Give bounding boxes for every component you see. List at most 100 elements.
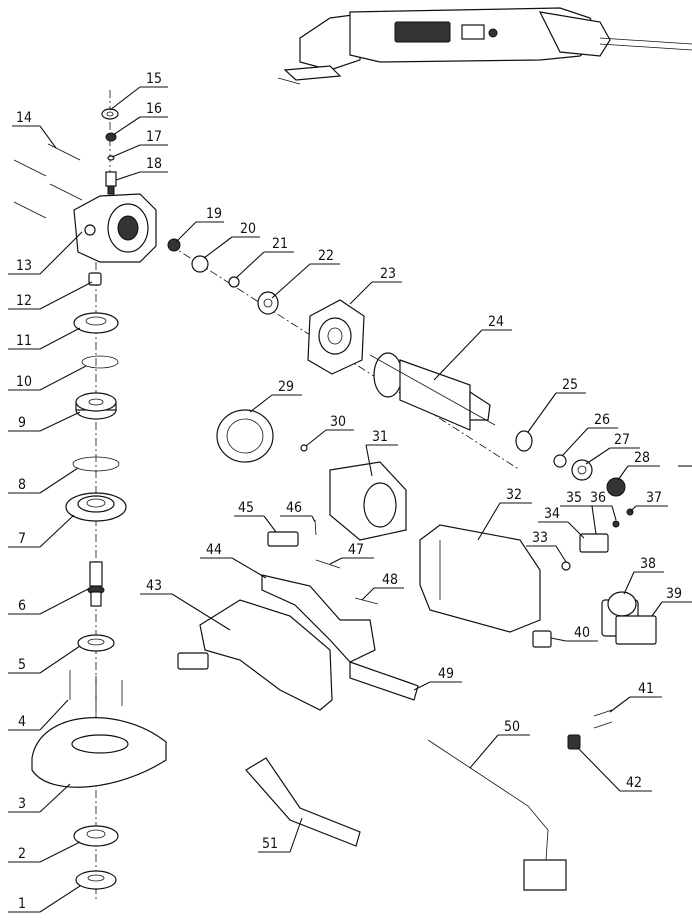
part-label-20: 20: [203, 221, 260, 259]
part-5-graphic: [77, 634, 115, 652]
part-label-12: 12: [8, 281, 93, 310]
part-label-8: 8: [8, 467, 79, 494]
part-label-22: 22: [271, 248, 340, 299]
assembled-grinder-image: [277, 7, 692, 85]
part-number-21: 21: [272, 236, 288, 252]
part-label-33: 33: [526, 530, 567, 563]
part-number-46: 46: [286, 500, 302, 516]
part-number-37: 37: [646, 490, 662, 506]
part-label-23: 23: [349, 266, 402, 305]
part-4-screws-graphic: [69, 670, 123, 710]
part-label-19: 19: [175, 206, 224, 243]
part-28-graphic: [606, 477, 626, 497]
part-14-screws-graphic: [13, 143, 83, 219]
part-label-7: 7: [8, 514, 75, 548]
part-number-49: 49: [438, 666, 454, 682]
part-label-48: 48: [361, 572, 404, 601]
part-34-35-brush-holder-graphic: [579, 533, 609, 553]
part-number-3: 3: [18, 796, 26, 812]
part-number-45: 45: [238, 500, 254, 516]
part-15-graphic: [101, 108, 119, 120]
part-31-stator-graphic: [329, 461, 407, 541]
part-label-21: 21: [235, 236, 294, 279]
part-label-2: 2: [8, 841, 81, 863]
part-39-switch-graphic: [615, 615, 657, 645]
part-51-wrench-graphic: [245, 757, 361, 847]
part-label-10: 10: [8, 365, 87, 391]
part-50-power-cord-graphic: [427, 739, 567, 891]
part-label-51: 51: [258, 817, 303, 853]
part-7-graphic: [65, 492, 127, 522]
part-number-39: 39: [666, 586, 682, 602]
part-label-17: 17: [111, 129, 168, 158]
part-number-31: 31: [372, 429, 388, 445]
part-number-35: 35: [566, 490, 582, 506]
part-47-48-screws-graphic: [315, 559, 379, 605]
part-13-gear-housing-graphic: [73, 193, 157, 263]
part-number-40: 40: [574, 625, 590, 641]
part-number-33: 33: [532, 530, 548, 546]
part-43-handle-half-graphic: [177, 599, 333, 711]
part-number-25: 25: [562, 377, 578, 393]
part-45-46-graphic: [267, 519, 317, 547]
part-number-4: 4: [18, 714, 26, 730]
part-label-4: 4: [8, 699, 69, 731]
part-number-10: 10: [16, 374, 32, 390]
part-25-graphic: [515, 430, 533, 452]
part-number-42: 42: [626, 775, 642, 791]
part-number-41: 41: [638, 681, 654, 697]
part-label-29: 29: [249, 379, 302, 413]
part-label-15: 15: [109, 71, 168, 111]
part-number-18: 18: [146, 156, 162, 172]
part-label-36: 36: [582, 490, 617, 521]
part-1-graphic: [75, 870, 117, 890]
part-number-13: 13: [16, 258, 32, 274]
part-number-28: 28: [634, 450, 650, 466]
part-label-34: 34: [538, 506, 585, 539]
part-number-6: 6: [18, 598, 26, 614]
part-9-graphic: [75, 392, 117, 420]
part-label-14: 14: [12, 110, 57, 149]
part-number-8: 8: [18, 477, 26, 493]
part-29-graphic: [216, 409, 274, 463]
part-number-22: 22: [318, 248, 334, 264]
part-label-42: 42: [577, 747, 652, 792]
part-label-11: 11: [8, 327, 81, 350]
part-label-44: 44: [200, 542, 267, 579]
part-number-32: 32: [506, 487, 522, 503]
part-number-2: 2: [18, 846, 26, 862]
part-label-13: 13: [8, 231, 83, 275]
part-3-guard-graphic: [31, 717, 167, 788]
part-41-42-graphic: [567, 709, 613, 750]
part-number-38: 38: [640, 556, 656, 572]
part-number-26: 26: [594, 412, 610, 428]
part-number-29: 29: [278, 379, 294, 395]
part-19-graphic: [167, 238, 181, 252]
part-number-12: 12: [16, 293, 32, 309]
part-label-31: 31: [365, 429, 398, 477]
part-number-27: 27: [614, 432, 630, 448]
part-number-24: 24: [488, 314, 504, 330]
part-label-3: 3: [8, 783, 71, 813]
part-label-26: 26: [561, 412, 618, 457]
part-number-5: 5: [18, 657, 26, 673]
part-label-40: 40: [550, 625, 598, 642]
part-number-47: 47: [348, 542, 364, 558]
part-26-graphic: [553, 454, 567, 468]
part-label-27: 27: [585, 432, 640, 465]
part-10-graphic: [81, 355, 119, 369]
part-number-7: 7: [18, 531, 26, 547]
part-number-30: 30: [330, 414, 346, 430]
assembly-axes: [95, 90, 521, 900]
part-label-6: 6: [8, 587, 91, 615]
part-label-45: 45: [234, 500, 277, 533]
part-label-24: 24: [433, 314, 512, 381]
part-label-47: 47: [329, 542, 374, 565]
part-label-38: 38: [623, 556, 664, 595]
part-number-17: 17: [146, 129, 162, 145]
part-8-graphic: [72, 456, 120, 472]
part-number-48: 48: [382, 572, 398, 588]
part-33-graphic: [561, 561, 571, 571]
part-number-15: 15: [146, 71, 162, 87]
